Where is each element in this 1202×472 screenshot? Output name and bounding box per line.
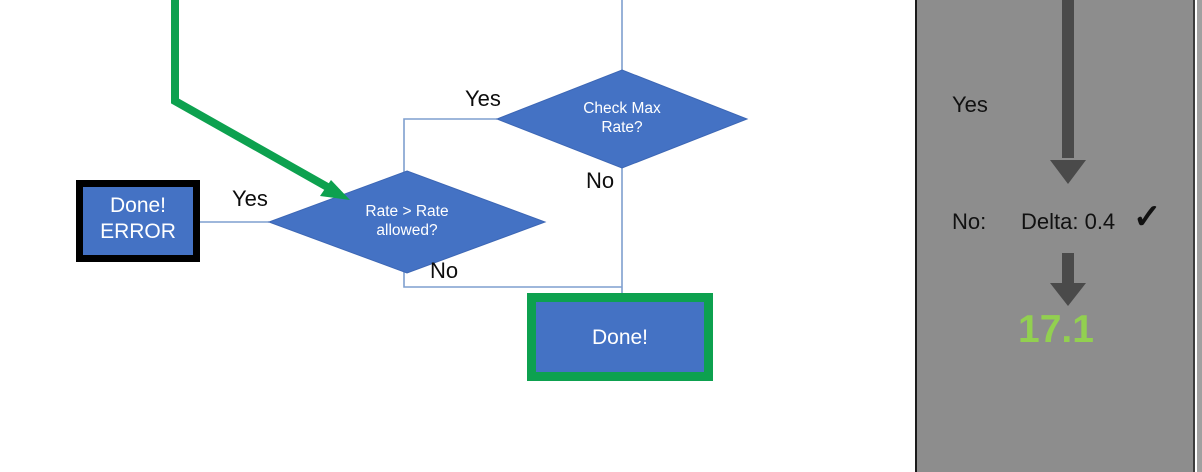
- panel-right-edge-strip: [1197, 0, 1202, 472]
- flowchart-graphics: [76, 0, 749, 381]
- green-highlight-arrowhead: [320, 180, 350, 200]
- panel-label-delta: Delta: 0.4: [1021, 209, 1116, 234]
- green-highlight-arrow: [171, 0, 340, 197]
- status-panel: Yes No: Delta: 0.4 ✓ 17.1: [915, 0, 1195, 472]
- edge-label-no-rate-allowed: No: [430, 258, 459, 283]
- panel-label-no: No:: [952, 209, 987, 234]
- connector-rate-allowed-no-to-done: [403, 272, 622, 288]
- panel-arrow-bottom-icon: [1050, 253, 1086, 306]
- connector-check-max-yes-to-rate-allowed: [403, 118, 497, 172]
- flowchart-area: Done! ERROR Rate > Rate allowed? Check M…: [76, 0, 749, 381]
- edge-label-yes-done-error: Yes: [232, 186, 268, 211]
- edge-label-yes-check-max-rate: Yes: [465, 86, 501, 111]
- node-rate-greater-than-rate-allowed[interactable]: [267, 170, 547, 274]
- connector-check-max-no-to-done: [620, 168, 623, 295]
- panel-label-yes: Yes: [952, 92, 988, 117]
- status-panel-graphics: [1050, 0, 1086, 306]
- panel-result-value: 17.1: [1018, 308, 1094, 351]
- check-mark-icon: ✓: [1133, 198, 1162, 236]
- node-done-error[interactable]: [76, 180, 200, 262]
- node-done[interactable]: [527, 293, 713, 381]
- panel-arrow-top-icon: [1050, 0, 1086, 184]
- node-check-max-rate[interactable]: [495, 69, 749, 169]
- edge-label-no-check-max-rate: No: [586, 168, 615, 193]
